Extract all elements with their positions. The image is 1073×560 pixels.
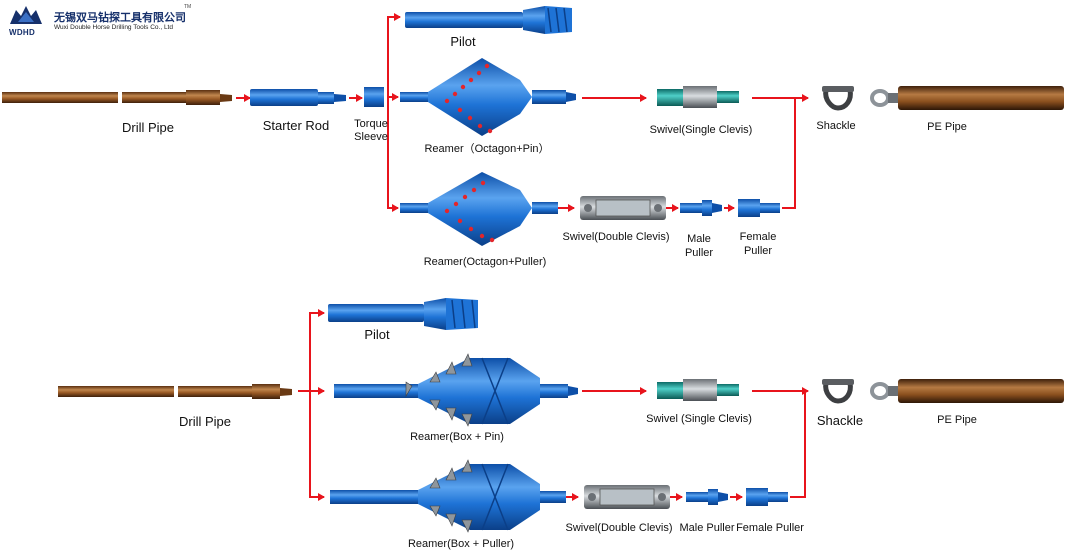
d2-swivel-double-graphic — [584, 485, 670, 509]
d1-pe-pipe-label: PE Pipe — [927, 121, 967, 133]
d1-torque-sleeve-label-line2: Sleeve — [354, 131, 388, 143]
d2-female-puller-graphic — [746, 488, 788, 506]
d1-pilot-graphic — [405, 6, 572, 34]
arrow — [387, 13, 401, 97]
d2-reamer-puller-label: Reamer(Box + Puller) — [407, 538, 515, 550]
d1-female-puller-label-line2: Puller — [743, 245, 773, 257]
arrow — [309, 391, 325, 501]
d2-shackle-graphic — [822, 379, 854, 404]
d1-reamer-puller-label: Reamer(Octagon+Puller) — [423, 256, 547, 268]
logo-abbr: WDHD — [9, 28, 36, 37]
d1-swivel-single-label: Swivel(Single Clevis) — [649, 124, 753, 136]
trademark-mark: TM — [184, 4, 192, 10]
d2-shackle-label: Shackle — [816, 413, 864, 428]
d2-reamer-pin-graphic — [334, 353, 578, 427]
d1-reamer-pin-graphic — [400, 58, 576, 136]
d2-pilot-graphic — [328, 298, 478, 330]
d2-male-puller-graphic — [686, 489, 728, 505]
d2-pe-pipe-graphic — [870, 379, 1064, 403]
arrow — [298, 309, 325, 392]
d1-drill-pipe-graphic — [2, 90, 232, 105]
arrow — [782, 98, 796, 209]
d2-swivel-single-graphic — [657, 379, 739, 401]
d2-swivel-double-label: Swivel(Double Clevis) — [565, 522, 673, 534]
d1-pe-pipe-graphic — [870, 86, 1064, 110]
d1-reamer-pin-label: Reamer（Octagon+Pin） — [424, 143, 550, 155]
d1-swivel-double-label: Swivel(Double Clevis) — [562, 231, 670, 243]
d1-swivel-double-graphic — [580, 196, 666, 220]
d1-female-puller-label-line1: Female — [739, 231, 777, 243]
d1-starter-rod-graphic — [250, 89, 346, 106]
d1-female-puller-graphic — [738, 199, 780, 217]
arrow — [387, 97, 399, 212]
d1-shackle-label: Shackle — [816, 120, 856, 132]
d2-pe-pipe-label: PE Pipe — [937, 414, 977, 426]
d1-pilot-label: Pilot — [450, 34, 476, 49]
d2-reamer-puller-graphic — [330, 459, 566, 533]
d1-torque-sleeve-label-line1: Torque — [354, 118, 388, 130]
company-name-cn: 无锡双马钻探工具有限公司 — [54, 11, 186, 24]
d1-starter-rod-label: Starter Rod — [262, 118, 330, 133]
d2-drill-pipe-graphic — [58, 384, 292, 399]
d1-male-puller-label-line2: Puller — [684, 247, 714, 259]
d1-torque-sleeve-graphic — [364, 87, 384, 107]
d2-drill-pipe-label: Drill Pipe — [178, 414, 232, 429]
company-name-en: Wuxi Double Horse Drilling Tools Co., Lt… — [54, 24, 173, 31]
d2-reamer-pin-label: Reamer(Box + Pin) — [410, 431, 504, 443]
d1-drill-pipe-label: Drill Pipe — [121, 120, 175, 135]
horse-logo-icon — [10, 6, 42, 24]
d1-shackle-graphic — [822, 86, 854, 111]
d1-male-puller-label-line1: Male — [687, 233, 711, 245]
d1-reamer-puller-graphic — [400, 172, 558, 246]
d2-female-puller-label: Female Puller — [736, 522, 804, 534]
company-logo: WDHD 无锡双马钻探工具有限公司 Wuxi Double Horse Dril… — [6, 4, 196, 38]
d2-swivel-single-label: Swivel (Single Clevis) — [646, 413, 752, 425]
d1-swivel-single-graphic — [657, 86, 739, 108]
d2-pilot-label: Pilot — [364, 327, 390, 342]
d1-male-puller-graphic — [680, 200, 722, 216]
d2-male-puller-label: Male Puller — [679, 522, 735, 534]
arrow — [790, 391, 806, 498]
